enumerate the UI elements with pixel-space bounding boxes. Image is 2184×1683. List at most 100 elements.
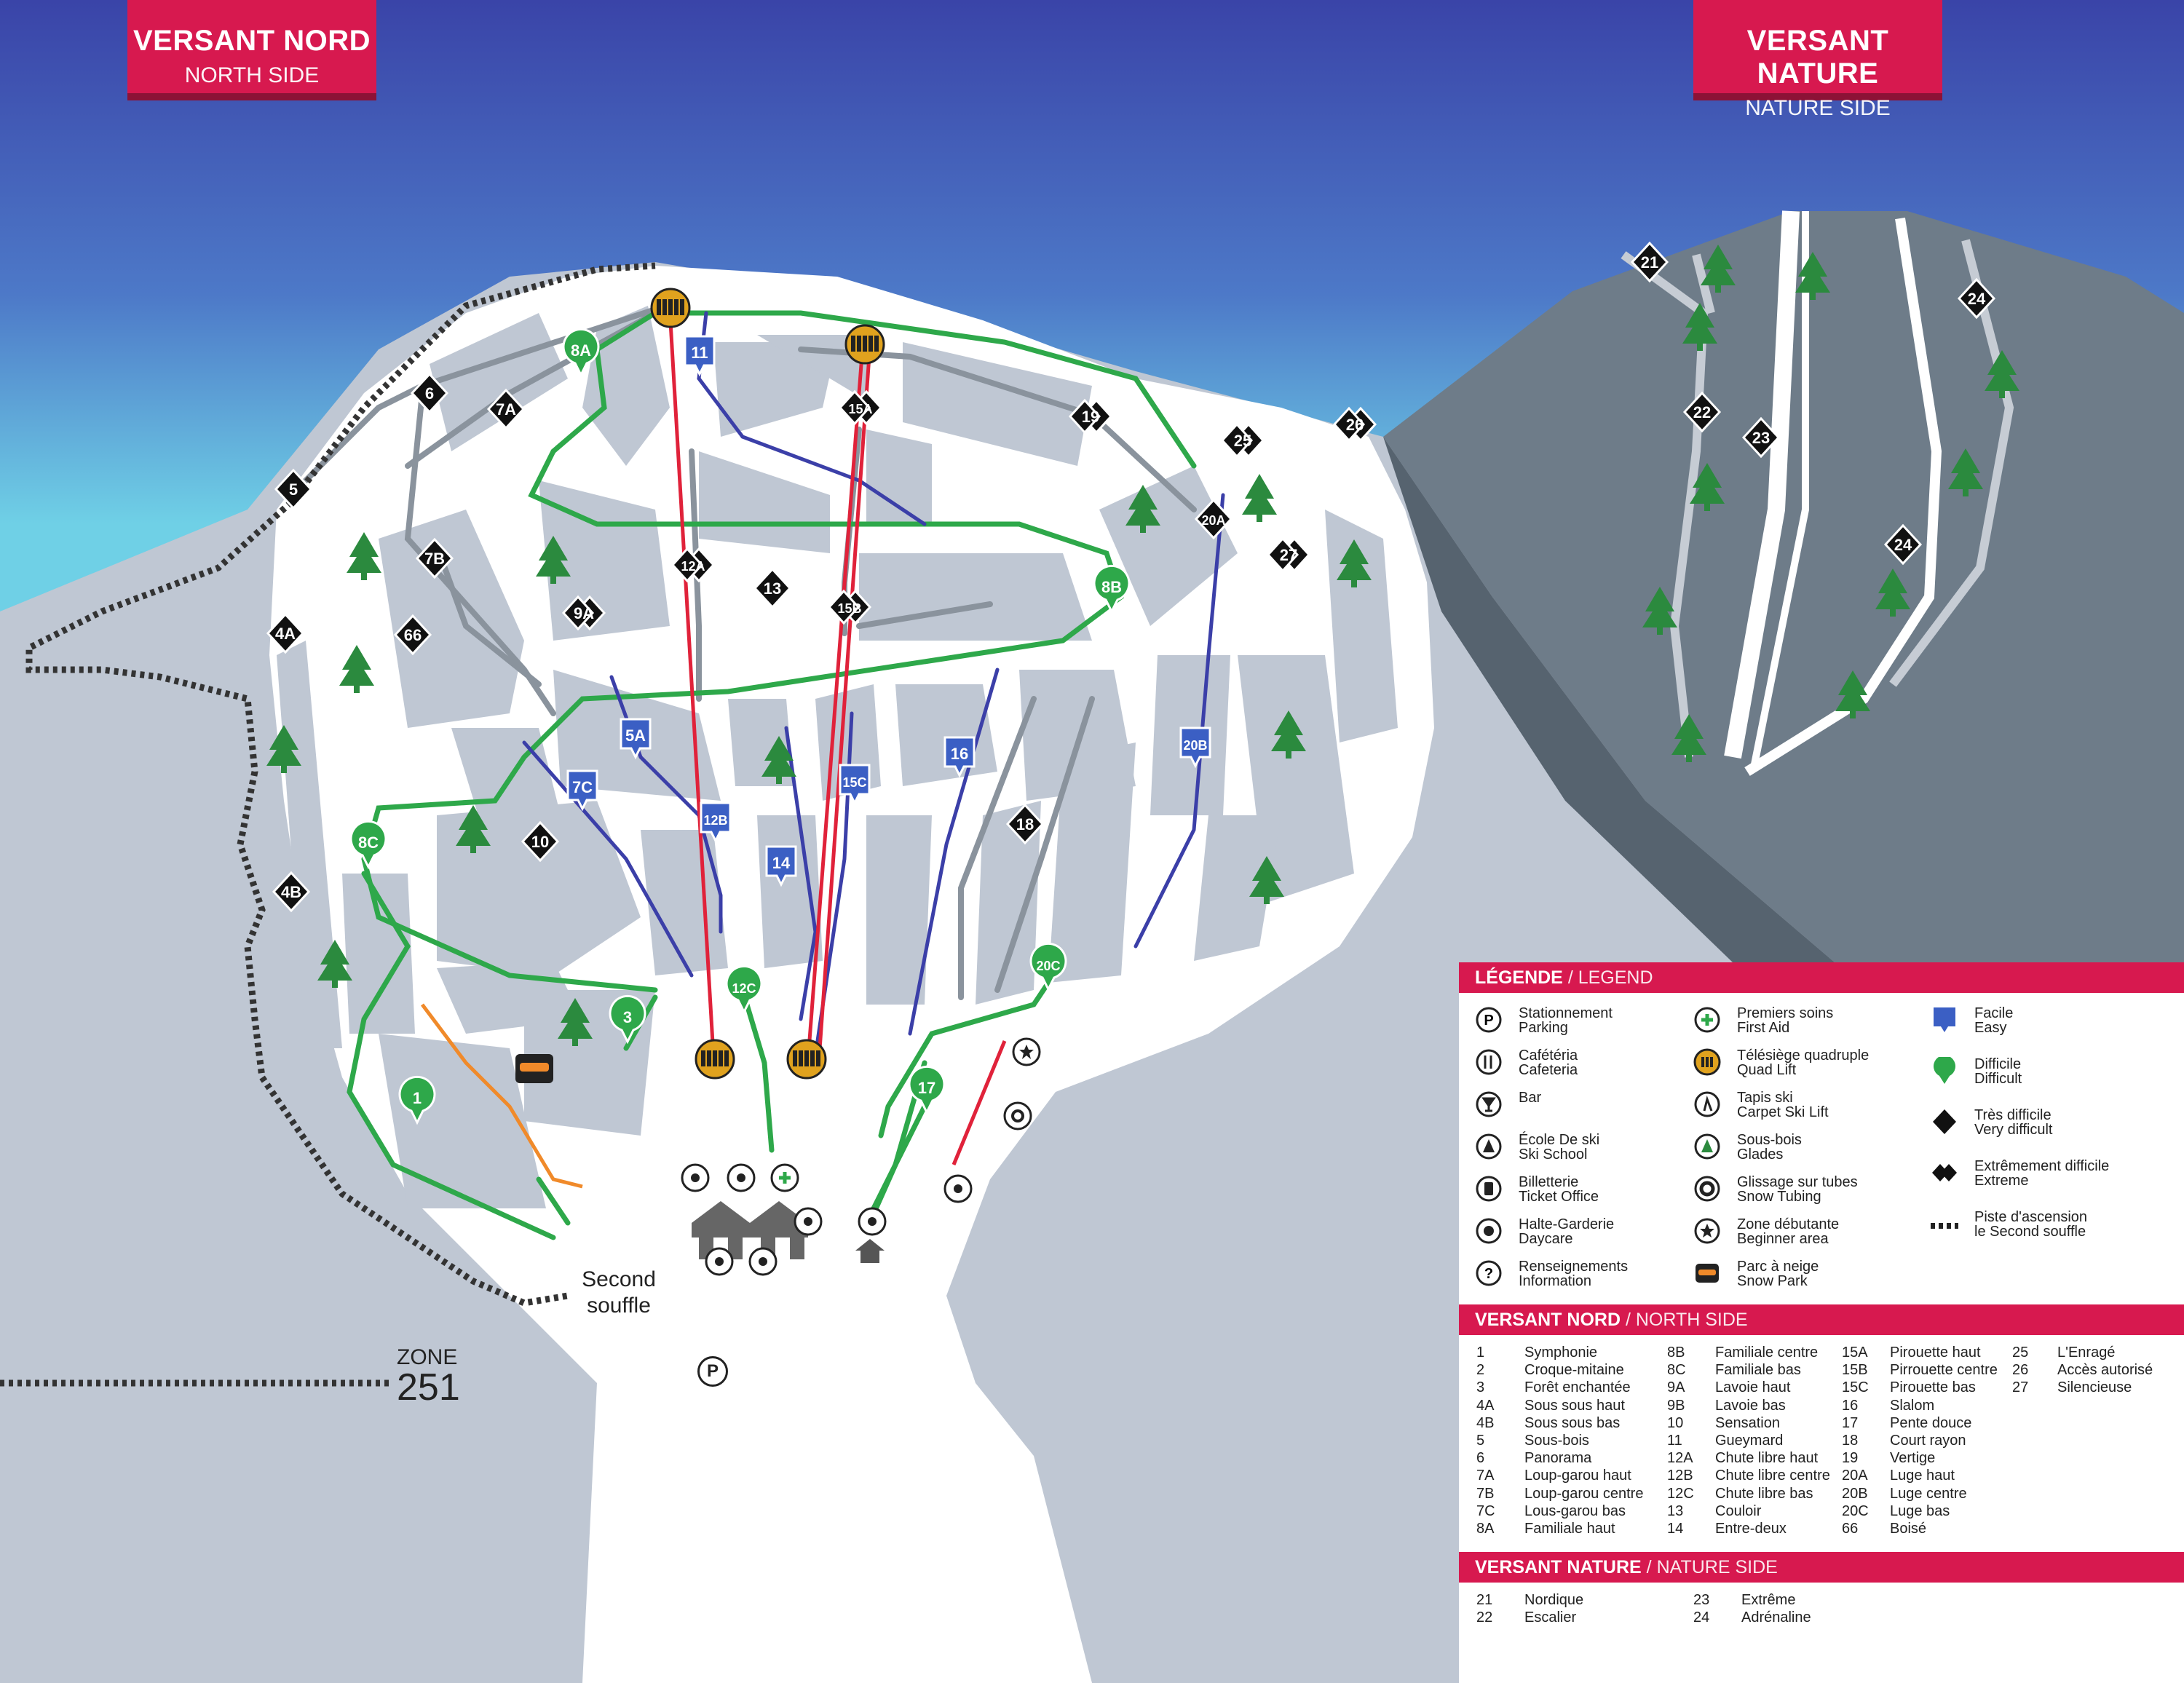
trail-marker-label: 20A (1201, 513, 1225, 528)
trail-marker[interactable]: 4B (272, 871, 311, 913)
trail-number: 24 (1693, 1609, 1710, 1626)
legend-label-en: Cafeteria (1519, 1062, 1578, 1078)
trail-marker[interactable]: 24 (1957, 277, 1996, 320)
trail-number: 16 (1842, 1397, 1859, 1414)
nature-side-header: VERSANT NATURE / NATURE SIDE (1459, 1552, 2184, 1583)
ascent-trail (25, 262, 656, 1307)
tree-icon (266, 725, 301, 773)
trail-number: 8A (1476, 1521, 1495, 1537)
tree-icon (1671, 714, 1706, 762)
trail-name: Pirrouette centre (1890, 1362, 1998, 1379)
trail-marker[interactable]: 14 (765, 845, 797, 887)
snow-tubing-icon (1693, 1175, 1721, 1203)
trail-number: 7B (1476, 1485, 1495, 1502)
trail-marker[interactable]: 3 (609, 994, 646, 1045)
trail-marker[interactable]: 66 (393, 614, 432, 656)
trail-marker-label: 26 (1346, 416, 1364, 434)
trail-marker[interactable]: 18 (1005, 803, 1045, 845)
trail-marker[interactable]: 11 (684, 335, 716, 377)
trail-marker[interactable]: 6 (410, 372, 449, 414)
trail-marker[interactable]: 7C (566, 769, 598, 812)
trail-name: Boisé (1890, 1521, 1927, 1537)
trail-number: 8C (1667, 1362, 1686, 1379)
trail-number: 20B (1842, 1485, 1868, 1502)
trail-marker[interactable]: 8C (349, 820, 387, 870)
legend-label-fr: Très difficile (1974, 1107, 2052, 1123)
trail-number: 12A (1667, 1450, 1693, 1467)
trail-marker[interactable]: 9A (561, 595, 606, 631)
legend-label-fr: Difficile (1974, 1056, 2022, 1072)
trail-marker[interactable]: 8B (1093, 564, 1131, 614)
trail-marker[interactable]: 5 (274, 468, 313, 510)
trail-marker[interactable]: 27 (1266, 536, 1311, 573)
trail-marker[interactable]: 12A (670, 547, 716, 583)
trail-number: 2 (1476, 1362, 1485, 1379)
trail-name: Adrénaline (1741, 1609, 1811, 1626)
trail-marker[interactable]: 24 (1883, 523, 1923, 566)
trail-marker[interactable]: 15A (838, 389, 883, 426)
legend-label-fr: Piste d'ascension (1974, 1209, 2088, 1225)
trail-marker[interactable]: 4A (266, 612, 305, 654)
tree-icon (536, 536, 571, 584)
tree-icon (1835, 670, 1870, 718)
trail-name: Lavoie haut (1715, 1379, 1791, 1396)
trail-marker[interactable]: 19 (1068, 398, 1113, 435)
trail-number: 11 (1667, 1433, 1682, 1449)
trail-marker[interactable]: 20A (1194, 498, 1233, 540)
north-side-table-title: VERSANT NORD (1475, 1310, 1621, 1330)
trail-name: Loup-garou haut (1524, 1468, 1631, 1484)
trail-number: 14 (1667, 1521, 1684, 1537)
trail-marker[interactable]: 17 (908, 1065, 946, 1115)
trail-marker[interactable]: 16 (943, 736, 976, 778)
snow-park-icon (1693, 1259, 1721, 1287)
trail-marker[interactable]: 21 (1630, 241, 1669, 283)
trail-marker[interactable]: 20B (1179, 726, 1211, 769)
versant-nature-tab: VERSANT NATURE NATURE SIDE (1693, 0, 1942, 120)
ski-school-icon (1475, 1133, 1503, 1160)
trail-marker[interactable]: 25 (1220, 422, 1265, 459)
legend-title: LÉGENDE (1475, 967, 1563, 988)
trail-marker[interactable]: 23 (1741, 416, 1781, 459)
tree-icon (317, 940, 352, 988)
legend-label-en: Snow Park (1737, 1273, 1808, 1289)
trail-marker[interactable]: 5A (620, 718, 652, 760)
trail-marker[interactable]: 26 (1332, 406, 1377, 443)
trail-marker[interactable]: 8A (562, 328, 600, 378)
ascent-trail-icon (1931, 1210, 1960, 1238)
trail-marker[interactable]: 15B (827, 589, 872, 625)
snow-tubing-icon (1003, 1101, 1032, 1130)
trail-marker[interactable]: 7A (486, 388, 526, 430)
trail-list-row: 24 Adrénaline (1693, 1609, 1811, 1626)
legend-label-en: Beginner area (1737, 1231, 1829, 1247)
trail-marker[interactable]: 7B (415, 537, 454, 579)
trail-marker[interactable]: 22 (1682, 391, 1722, 433)
trail-marker-label: 24 (1968, 290, 1986, 308)
tree-icon (761, 736, 796, 784)
trail-marker[interactable]: 13 (753, 567, 792, 609)
trail-marker[interactable]: 10 (521, 820, 560, 863)
trail-marker[interactable]: 12C (725, 965, 763, 1015)
trail-marker[interactable]: 12B (700, 801, 732, 844)
trail-name: Sensation (1715, 1414, 1780, 1431)
trail-marker[interactable]: 20C (1029, 942, 1067, 992)
trail-marker-label: 8C (358, 833, 379, 852)
tree-icon (1690, 463, 1725, 511)
trail-marker[interactable]: 1 (398, 1075, 436, 1125)
nature-side-table-subtitle: NATURE SIDE (1656, 1557, 1778, 1577)
ski-school-icon (858, 1207, 887, 1236)
trail-marker[interactable]: 15C (839, 764, 871, 806)
legend-label-en: Quad Lift (1737, 1062, 1797, 1078)
carpet-lift-icon (1693, 1090, 1721, 1118)
trail-marker-label: 19 (1082, 408, 1099, 426)
lift-lines (668, 309, 1007, 1165)
nature-trail-24b (1889, 239, 2014, 687)
trail-marker-label: 15C (842, 775, 866, 790)
